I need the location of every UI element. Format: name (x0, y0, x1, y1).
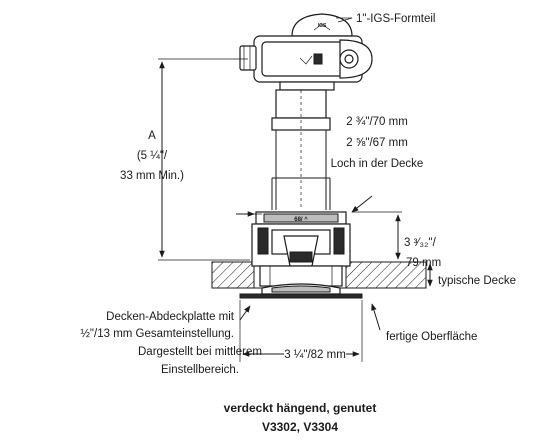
cover-plate-label-3: Dargestellt bei mittlerem (138, 346, 262, 358)
hole-dim-2: 2 ⅝"/67 mm (346, 137, 408, 149)
svg-text:68/ ^: 68/ ^ (294, 217, 308, 223)
dim-a-value-1: (5 ¼"/ (137, 150, 168, 162)
caption-line-2: V3302, V3304 (262, 420, 338, 434)
cover-plate-label-2: ½"/13 mm Gesamteinstellung. (80, 328, 234, 340)
hole-dim-1: 2 ¾"/70 mm (346, 116, 408, 128)
height-dim-2: 79 mm (406, 257, 441, 269)
sprinkler-pipe (271, 89, 331, 210)
fitting-label: 1"-IGS-Formteil (356, 13, 435, 25)
dim-a-value-2: 33 mm Min.) (120, 170, 184, 182)
caption-line-1: verdeckt hängend, genutet (224, 401, 377, 415)
hole-dim-3: Loch in der Decke (331, 158, 424, 170)
width-dim-label: 3 ¼"/82 mm (284, 349, 346, 361)
dim-a-label: A (148, 130, 156, 142)
ceiling-label: typische Decke (438, 275, 516, 287)
dimension-lines (158, 17, 433, 362)
cover-plate-label-4: Einstellbereich. (161, 364, 239, 376)
height-dim-1: 3 ³⁄₃₂"/ (404, 237, 437, 249)
finished-surface-label: fertige Oberfläche (386, 331, 477, 343)
svg-text:IGS: IGS (318, 23, 327, 29)
cover-plate-label-1: Decken-Abdeckplatte mit (106, 311, 235, 323)
igs-fitting: IGS (239, 13, 373, 91)
sprinkler-head: 68/ ^ (239, 211, 363, 299)
